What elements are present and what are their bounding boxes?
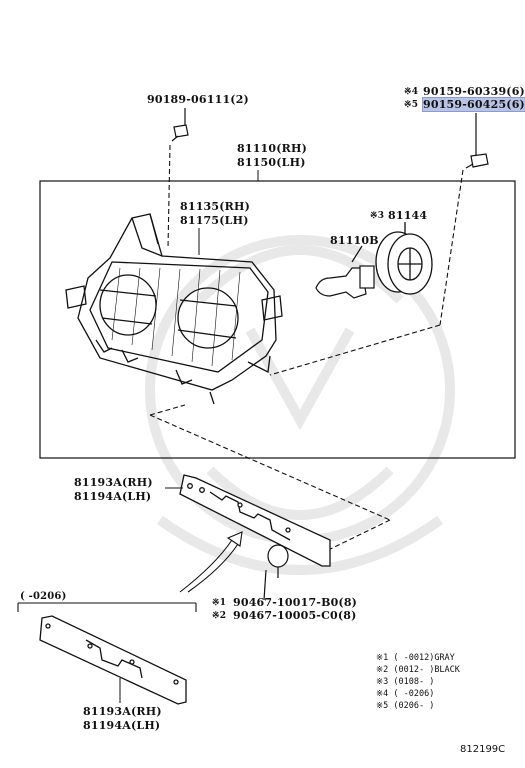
label-clip-mark-1: ※1 bbox=[212, 598, 227, 608]
label-bulb[interactable]: 81110B bbox=[330, 234, 379, 247]
note-text: ( -0012)GRAY bbox=[393, 653, 455, 663]
bracket-part-2 bbox=[39, 615, 187, 705]
label-screw-right-mark-2: ※5 bbox=[404, 100, 419, 110]
notes-legend: ※1 ( -0012)GRAY ※2 (0012- )BLACK ※3 (010… bbox=[376, 652, 460, 712]
label-lens-lh[interactable]: 81175(LH) bbox=[180, 214, 249, 227]
clip-part bbox=[263, 544, 289, 601]
note-mark: ※2 bbox=[376, 665, 389, 675]
label-lens-rh[interactable]: 81135(RH) bbox=[180, 200, 251, 213]
bulb-part bbox=[315, 245, 375, 299]
label-headlamp-rh[interactable]: 81110(RH) bbox=[237, 142, 308, 155]
label-bracket2-lh[interactable]: 81194A(LH) bbox=[83, 719, 161, 732]
note-mark: ※5 bbox=[376, 701, 389, 711]
label-bracket-rh[interactable]: 81193A(RH) bbox=[74, 476, 153, 489]
note-row: ※2 (0012- )BLACK bbox=[376, 664, 460, 676]
note-row: ※4 ( -0206) bbox=[376, 688, 460, 700]
range-bracket bbox=[17, 602, 197, 612]
note-mark: ※1 bbox=[376, 653, 389, 663]
label-socket[interactable]: 81144 bbox=[388, 209, 428, 222]
note-text: (0108- ) bbox=[393, 677, 435, 687]
label-range: ( -0206) bbox=[20, 591, 67, 602]
note-mark: ※4 bbox=[376, 689, 389, 699]
label-clip-mark-2: ※2 bbox=[212, 611, 227, 621]
label-screw-right-1[interactable]: 90159-60339(6) bbox=[423, 85, 525, 98]
screw-top-part bbox=[171, 108, 189, 142]
headlamp-body bbox=[65, 213, 283, 405]
label-screw-right-mark-1: ※4 bbox=[404, 87, 419, 97]
note-mark: ※3 bbox=[376, 677, 389, 687]
label-screw-top[interactable]: 90189-06111(2) bbox=[147, 93, 249, 106]
label-clip-2[interactable]: 90467-10005-C0(8) bbox=[233, 609, 357, 622]
label-headlamp-lh[interactable]: 81150(LH) bbox=[237, 156, 306, 169]
label-screw-right-2[interactable]: 90159-60425(6) bbox=[422, 97, 525, 112]
label-clip-1[interactable]: 90467-10017-B0(8) bbox=[233, 596, 358, 609]
label-bracket2-rh[interactable]: 81193A(RH) bbox=[83, 705, 162, 718]
label-bracket-lh[interactable]: 81194A(LH) bbox=[74, 490, 152, 503]
note-row: ※5 (0206- ) bbox=[376, 700, 460, 712]
note-text: (0206- ) bbox=[393, 701, 435, 711]
note-text: (0012- )BLACK bbox=[393, 665, 460, 675]
note-row: ※1 ( -0012)GRAY bbox=[376, 652, 460, 664]
bracket-part bbox=[179, 474, 331, 567]
assembly-frame bbox=[39, 180, 516, 459]
diagram-code: 812199C bbox=[460, 744, 506, 755]
lens-hatching bbox=[111, 267, 241, 367]
socket-part bbox=[375, 222, 433, 295]
note-row: ※3 (0108- ) bbox=[376, 676, 460, 688]
label-socket-mark: ※3 bbox=[370, 211, 385, 221]
screw-right-part bbox=[465, 113, 489, 169]
note-text: ( -0206) bbox=[393, 689, 435, 699]
